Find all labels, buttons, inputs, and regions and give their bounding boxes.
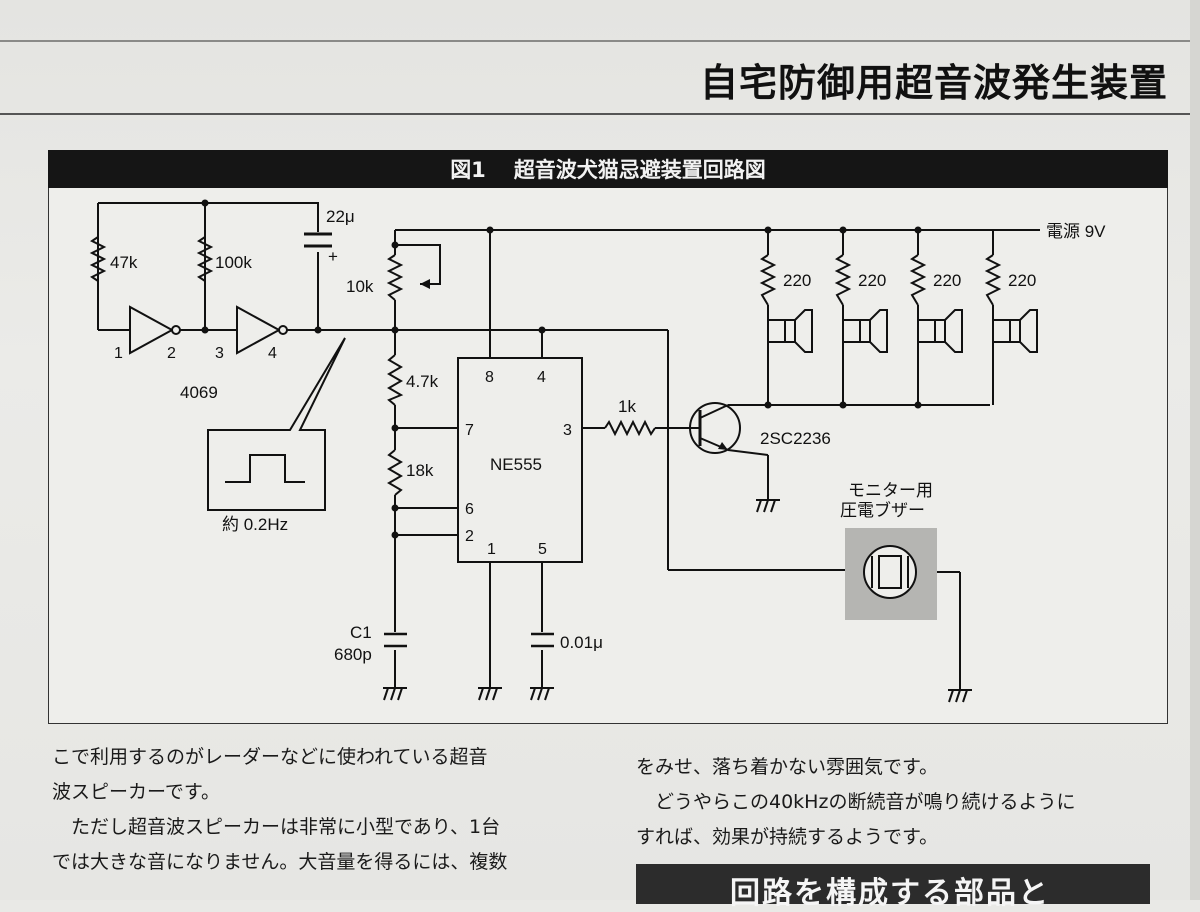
speaker-4: [993, 309, 1038, 353]
wires: [97, 202, 1040, 690]
label-ne555: NE555: [490, 455, 542, 474]
right-line-1: をみせ、落ち着かない雰囲気です。: [636, 756, 939, 778]
power-label: 電源 9V: [1046, 222, 1106, 241]
ic-pin-1: 1: [487, 541, 496, 558]
label-pulse-rate: 約 0.2Hz: [222, 515, 288, 534]
label-220-1: 220: [783, 271, 811, 290]
resistor-220-3: [909, 254, 927, 306]
top-rule: [0, 40, 1190, 42]
resistor-1k: [604, 419, 656, 437]
ic-pin-3: 3: [563, 422, 572, 439]
page-title: 自宅防御用超音波発生装置: [699, 61, 1168, 105]
resistor-220-1: [759, 254, 777, 306]
ground-4: [756, 499, 780, 513]
potentiometer-10k: [386, 254, 404, 301]
left-line-2: 波スピーカーです。: [52, 781, 220, 803]
label-220-4: 220: [1008, 271, 1036, 290]
resistor-100k: [196, 236, 214, 282]
ground-1: [383, 687, 407, 701]
pot-arrow: [420, 279, 430, 289]
label-1k: 1k: [618, 397, 636, 416]
label-18k: 18k: [406, 461, 434, 480]
label-10k: 10k: [346, 277, 374, 296]
label-100k: 100k: [215, 253, 252, 272]
speaker-1: [768, 309, 813, 353]
right-line-3: すれば、効果が持続するようです。: [636, 826, 939, 848]
left-line-1: こで利用するのがレーダーなどに使われている超音: [52, 746, 488, 768]
pulse-callout: [207, 337, 346, 511]
inv-pin-4: 4: [268, 345, 277, 362]
resistor-4k7: [387, 354, 404, 406]
label-buzzer-2: 圧電ブザー: [840, 500, 925, 520]
inv-pin-2: 2: [167, 345, 176, 362]
ground-5: [948, 689, 972, 703]
label-c1: C1: [350, 623, 372, 642]
ic-pin-2: 2: [465, 528, 474, 545]
label-plus: +: [328, 247, 338, 266]
figure-caption-bar: 図1 超音波犬猫忌避装置回路図: [48, 150, 1168, 188]
speaker-2: [843, 309, 888, 353]
ne555-chip: [457, 357, 583, 563]
resistor-47k: [89, 236, 107, 282]
right-line-2: どうやらこの40kHzの断続音が鳴り続けるように: [636, 791, 1076, 813]
ground-symbols: [383, 499, 972, 703]
section-heading-band: [636, 864, 1150, 904]
ic-pin-4: 4: [537, 369, 546, 386]
label-001u: 0.01μ: [560, 633, 603, 652]
piezo-buzzer: [863, 545, 917, 599]
ground-3: [530, 687, 554, 701]
inverter-2: [236, 305, 282, 355]
ultrasonic-speakers: [768, 309, 1038, 353]
ic-pin-6: 6: [465, 501, 474, 518]
resistor-220-4: [984, 254, 1002, 306]
label-4069: 4069: [180, 383, 218, 402]
right-column-text: をみせ、落ち着かない雰囲気です。 どうやらこの40kHzの断続音が鳴り続けるよう…: [636, 750, 1176, 855]
ground-2: [478, 687, 502, 701]
page-edge: [1190, 0, 1200, 900]
figure-caption: 超音波犬猫忌避装置回路図: [513, 158, 766, 182]
ic-pin-5: 5: [538, 541, 547, 558]
speaker-3: [918, 309, 963, 353]
label-2sc2236: 2SC2236: [760, 429, 831, 448]
ic-pin-8: 8: [485, 369, 494, 386]
inv-pin-3: 3: [215, 345, 224, 362]
label-buzzer-1: モニター用: [848, 481, 933, 500]
title-rule: [0, 113, 1190, 115]
ic-pin-7: 7: [465, 422, 474, 439]
label-220-2: 220: [858, 271, 886, 290]
label-220-3: 220: [933, 271, 961, 290]
left-column-text: こで利用するのがレーダーなどに使われている超音 波スピーカーです。 ただし超音波…: [52, 740, 612, 880]
label-22u: 22μ: [326, 207, 355, 226]
capacitor-22u: [304, 232, 332, 248]
resistor-220-2: [834, 254, 852, 306]
left-line-4: では大きな音になりません。大音量を得るには、複数: [52, 851, 508, 873]
label-4k7: 4.7k: [406, 372, 439, 391]
inv-pin-1: 1: [114, 345, 123, 362]
figure-number: 図1: [450, 158, 486, 182]
transistor-2sc2236: [689, 402, 741, 454]
inverters: [129, 305, 288, 355]
junction-dots: [201, 199, 922, 539]
resistor-18k: [387, 449, 403, 496]
left-line-3: ただし超音波スピーカーは非常に小型であり、1台: [52, 816, 501, 838]
label-c1-value: 680p: [334, 645, 372, 664]
inverter-1: [129, 305, 175, 355]
section-heading: 回路を構成する部品と: [730, 876, 1050, 911]
label-47k: 47k: [110, 253, 138, 272]
